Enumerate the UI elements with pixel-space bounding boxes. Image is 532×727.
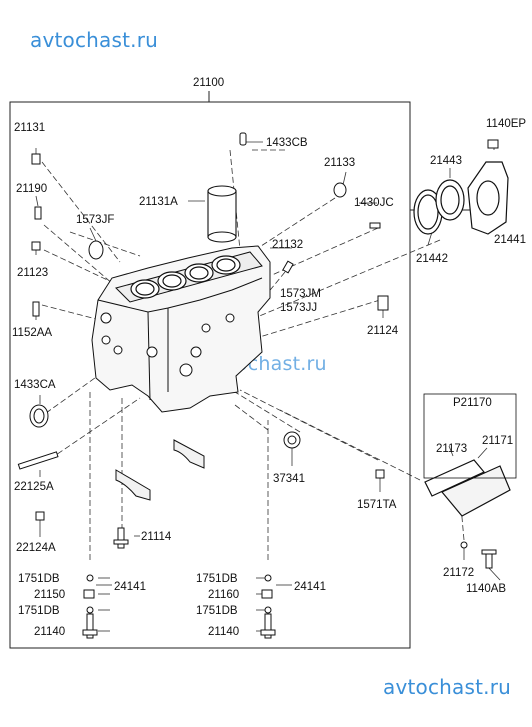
label-21441: 21441 [494,234,526,246]
label-21114: 21114 [141,531,172,543]
label-1573JF: 1573JF [76,214,114,226]
cylinder-liner [207,185,237,243]
label-21150: 21150 [34,589,65,601]
label-24141-right: 24141 [294,581,326,593]
label-22125A: 22125A [14,481,54,493]
label-1140EP: 1140EP [486,118,526,130]
label-21160: 21160 [208,589,239,601]
part-labels: 21100 21131 1433CB 21133 1140EP 21443 21… [12,77,526,638]
label-1152AA: 1152AA [12,327,52,339]
label-1140AB: 1140AB [466,583,506,595]
label-21190: 21190 [16,183,47,195]
label-21140-left: 21140 [34,626,65,638]
watermark-bottom: avtochast.ru [383,675,512,699]
label-1573JJ: 1573JJ [280,302,317,314]
label-21172: 21172 [443,567,474,579]
label-1430JC: 1430JC [354,197,394,209]
label-24141-left: 24141 [114,581,146,593]
small-parts [17,132,499,639]
label-21131: 21131 [14,122,45,134]
label-21100: 21100 [193,77,224,89]
cylinder-block [91,245,271,413]
label-21123: 21123 [17,267,48,279]
label-1751DB-left-bottom: 1751DB [18,605,60,617]
rear-seal-parts [413,161,509,235]
label-21173: 21173 [436,443,467,455]
label-21131A: 21131A [139,196,178,208]
label-P21170: P21170 [453,397,492,409]
bearing-caps [115,439,205,501]
label-21140-right: 21140 [208,626,239,638]
label-21442: 21442 [416,253,448,265]
label-21443: 21443 [430,155,462,167]
label-1433CB: 1433CB [266,137,308,149]
label-37341: 37341 [273,473,305,485]
label-1751DB-left-top: 1751DB [18,573,60,585]
label-1433CA: 1433CA [14,379,56,391]
watermark-top: avtochast.ru [30,28,159,52]
label-1751DB-right-bottom: 1751DB [196,605,238,617]
label-21124: 21124 [367,325,399,337]
label-22124A: 22124A [16,542,56,554]
cylinder-bores [130,255,241,299]
label-1571TA: 1571TA [357,499,397,511]
label-21171: 21171 [482,435,513,447]
label-1573JM: 1573JM [280,288,321,300]
label-1751DB-right-top: 1751DB [196,573,238,585]
oil-cooler-cover [423,393,517,517]
block-side-ports [100,312,235,377]
label-21133: 21133 [324,157,355,169]
label-21132: 21132 [272,239,303,251]
